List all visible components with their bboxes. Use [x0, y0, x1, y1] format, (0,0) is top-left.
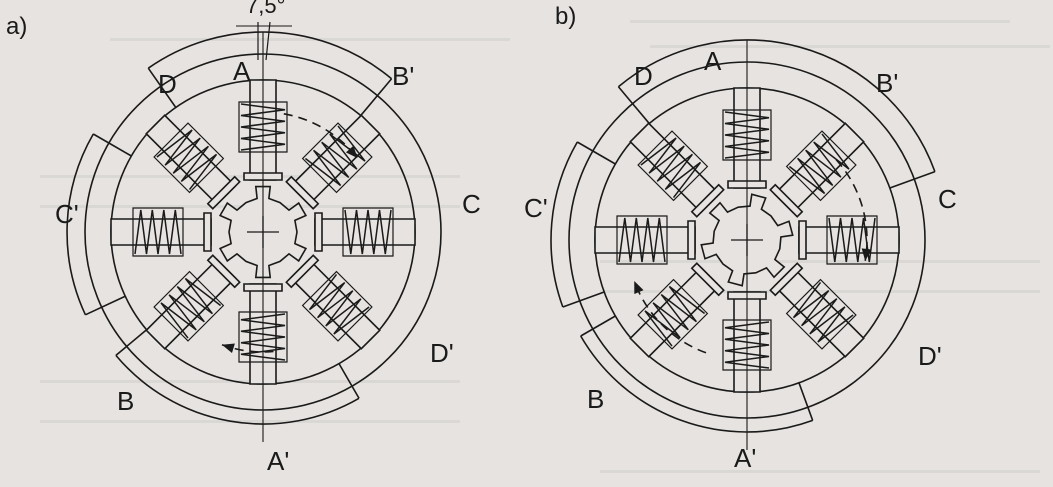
pole-label-a-D-prime: D' [430, 338, 454, 368]
winding-arc-end [798, 382, 814, 421]
pole-label-a-C: C [462, 189, 481, 219]
coil-frame [637, 130, 709, 202]
panel-b-label: b) [555, 3, 576, 30]
pole-label-b-B-prime: B' [876, 68, 898, 98]
show-through-line [600, 260, 1040, 263]
pole-shoe [285, 254, 320, 289]
coil-frame [616, 215, 668, 265]
pole-shoe [203, 212, 212, 252]
winding-arc-end [889, 170, 936, 189]
coil-winding [160, 277, 222, 339]
motor-diagram-a [66, 21, 442, 442]
show-through-line [600, 290, 1040, 293]
pole-label-a-A: A [233, 56, 251, 86]
show-through-line [40, 420, 460, 423]
winding-arc [580, 335, 813, 433]
angle-label: 7,5° [246, 0, 285, 18]
coil-frame [637, 278, 709, 350]
pole-label-a-A-prime: A' [267, 446, 289, 476]
coil-frame [153, 122, 225, 194]
show-through-line [600, 470, 1040, 473]
coil-frame [722, 109, 772, 161]
pole-shoe [206, 175, 241, 210]
pole-shoe [206, 254, 241, 289]
coil-winding [156, 129, 218, 191]
winding-arc-end [85, 295, 126, 316]
pole-shoe [690, 262, 725, 297]
coil-frame [238, 311, 288, 363]
pole-label-a-B: B [117, 386, 134, 416]
coil-winding [724, 321, 770, 369]
motor-diagram-b [550, 39, 936, 450]
winding-arc-end [338, 363, 360, 399]
pole-label-b-D: D [634, 61, 653, 91]
flux-arrow [861, 248, 872, 261]
flux-arrow [221, 343, 235, 354]
coil-frame [785, 278, 857, 350]
pole-shoe [285, 175, 320, 210]
coil-frame [826, 215, 878, 265]
pole-label-a-B-prime: B' [392, 61, 414, 91]
coil-frame [132, 207, 184, 257]
pole-label-b-B: B [587, 384, 604, 414]
pole-label-b-A-prime: A' [734, 443, 756, 473]
coil-winding [724, 111, 770, 159]
pole-shoe [687, 220, 696, 260]
winding-arc [147, 31, 393, 80]
pole-shoe [798, 220, 807, 260]
pole-shoe [769, 262, 804, 297]
pole-label-b-C-prime: C' [524, 193, 548, 223]
coil-frame [238, 101, 288, 153]
coil-winding [308, 273, 370, 335]
coil-winding [644, 285, 706, 347]
coil-frame [301, 122, 373, 194]
pole-shoe [690, 183, 725, 218]
coil-winding [618, 217, 666, 263]
winding-arc-end [147, 67, 177, 108]
panel-a-label: a) [6, 13, 27, 40]
winding-arc-end [360, 78, 393, 117]
winding-arc [617, 39, 936, 172]
winding-arc-end [92, 133, 132, 157]
coil-frame [153, 270, 225, 342]
angle-marker-line [265, 21, 271, 61]
flux-path [835, 159, 868, 261]
winding-arc-end [562, 291, 605, 308]
winding-arc [115, 354, 360, 425]
winding-arc-end [617, 86, 650, 125]
pole-label-b-D-prime: D' [918, 341, 942, 371]
pole-shoe [769, 183, 804, 218]
pole-label-b-A: A [704, 46, 722, 76]
winding-arc [550, 141, 578, 308]
flux-arrow [634, 281, 644, 295]
pole-label-b-C: C [938, 184, 957, 214]
flux-arrow [345, 145, 358, 159]
show-through-line [650, 45, 1050, 48]
coil-winding [134, 209, 182, 255]
coil-winding [640, 137, 702, 199]
show-through-line [110, 38, 510, 41]
coil-frame [301, 270, 373, 342]
winding-arc-end [580, 315, 616, 337]
winding-arc-end [115, 329, 148, 357]
pole-label-a-C-prime: C' [55, 199, 79, 229]
pole-label-a-D: D [158, 69, 177, 99]
winding-arc-end [576, 141, 616, 165]
pole-shoe [314, 212, 323, 252]
coil-frame [785, 130, 857, 202]
winding-arc [66, 133, 94, 316]
coil-winding [240, 103, 286, 151]
coil-frame [722, 319, 772, 371]
coil-winding [792, 281, 854, 343]
coil-winding [344, 209, 392, 255]
show-through-line [630, 20, 1010, 23]
coil-frame [342, 207, 394, 257]
